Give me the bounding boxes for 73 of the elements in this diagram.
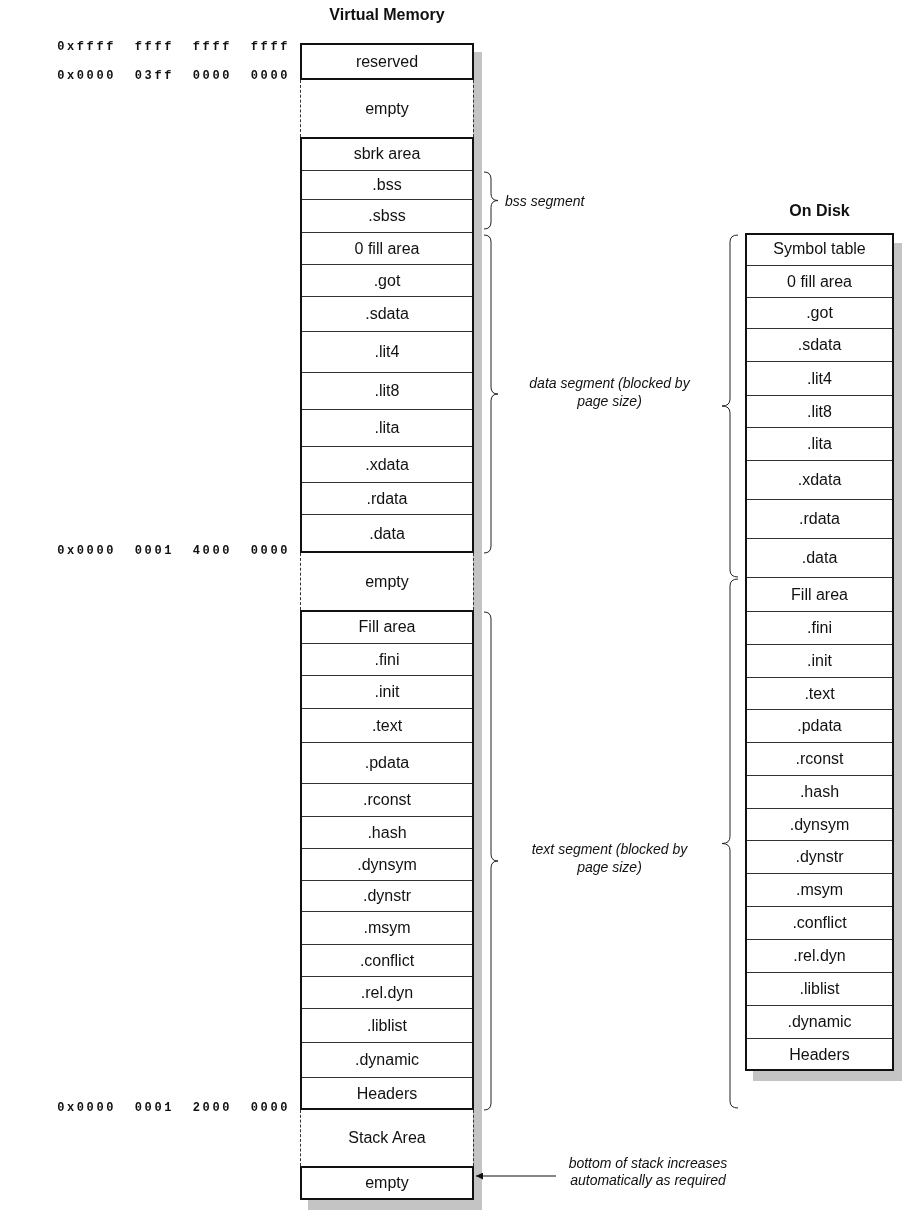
section-name: .dynstr xyxy=(363,887,411,905)
segment-label: bss segment xyxy=(505,192,585,211)
address-label: 0x0000 03ff 0000 0000 xyxy=(56,69,290,83)
address-label: 0xffff ffff ffff ffff xyxy=(56,40,290,54)
section-name: .rconst xyxy=(795,750,844,768)
section-name: .text xyxy=(804,684,835,703)
section-name: .liblist xyxy=(799,980,840,998)
section-name: reserved xyxy=(355,52,419,71)
section-name: empty xyxy=(365,99,409,118)
section-name: .msym xyxy=(795,881,844,899)
section-name: .dynsym xyxy=(789,815,850,834)
region-box xyxy=(300,43,474,80)
section-name: .rdata xyxy=(366,489,408,508)
section-name: .fini xyxy=(374,650,400,669)
section-name: 0 fill area xyxy=(354,239,420,258)
section-name: .rdata xyxy=(799,510,840,528)
section-name: .lita xyxy=(374,419,400,437)
section-name: Stack Area xyxy=(348,1129,426,1147)
address-label: 0x0000 0001 2000 0000 xyxy=(56,1101,290,1115)
section-name: .pdata xyxy=(364,754,410,772)
section-name: .text xyxy=(371,716,403,735)
column-heading: Virtual Memory xyxy=(328,6,446,24)
segment-label: data segment (blocked by page size) xyxy=(528,374,692,411)
segment-box xyxy=(300,137,474,553)
section-name: empty xyxy=(365,1174,409,1192)
section-name: .hash xyxy=(367,823,407,842)
section-name: .msym xyxy=(363,919,411,937)
region-box xyxy=(300,1166,474,1200)
section-name: .dynstr xyxy=(795,848,844,866)
column-heading: On Disk xyxy=(788,202,851,220)
note-text: bottom of stack increases automatically as required xyxy=(567,1154,729,1190)
section-name: empty xyxy=(365,572,409,591)
section-name: .xdata xyxy=(365,455,409,474)
section-name: .lit8 xyxy=(374,382,400,400)
section-name: .fini xyxy=(807,619,832,637)
section-name: .bss xyxy=(372,176,402,194)
section-name: Headers xyxy=(789,1046,850,1064)
section-name: .hash xyxy=(799,783,840,801)
section-name: .dynsym xyxy=(357,855,417,874)
segment-box xyxy=(745,233,894,1071)
section-name: .init xyxy=(374,683,400,701)
section-name: .got xyxy=(373,271,401,290)
segment-label: text segment (blocked by page size) xyxy=(530,840,689,877)
section-name: .init xyxy=(807,652,832,670)
section-name: .conflict xyxy=(792,914,847,932)
section-name: Headers xyxy=(356,1085,418,1103)
section-name: .lita xyxy=(807,435,832,453)
section-name: .pdata xyxy=(797,717,842,735)
section-name: sbrk area xyxy=(353,144,421,163)
section-name: .data xyxy=(801,549,838,567)
section-name: .lit4 xyxy=(807,369,832,388)
address-label: 0x0000 0001 4000 0000 xyxy=(56,544,290,558)
section-name: .sdata xyxy=(797,336,842,354)
section-name: Symbol table xyxy=(773,240,866,258)
section-name: Fill area xyxy=(791,585,848,604)
section-name: .dynamic xyxy=(355,1051,419,1069)
section-name: .rel.dyn xyxy=(793,947,846,965)
section-name: .xdata xyxy=(797,471,842,489)
section-name: Fill area xyxy=(358,617,416,636)
section-name: .lit4 xyxy=(374,343,400,361)
section-name: .conflict xyxy=(359,951,415,970)
section-name: .rconst xyxy=(363,791,411,809)
segment-box xyxy=(300,610,474,1110)
section-name: .liblist xyxy=(367,1016,407,1035)
section-name: .lit8 xyxy=(807,402,832,421)
section-name: .data xyxy=(369,525,405,543)
section-name: .rel.dyn xyxy=(360,983,414,1002)
section-name: .sbss xyxy=(368,207,406,225)
section-name: 0 fill area xyxy=(787,272,852,291)
section-name: .dynamic xyxy=(787,1013,852,1031)
arrow xyxy=(475,1172,557,1180)
section-name: .got xyxy=(806,304,833,322)
section-name: .sdata xyxy=(365,305,409,323)
